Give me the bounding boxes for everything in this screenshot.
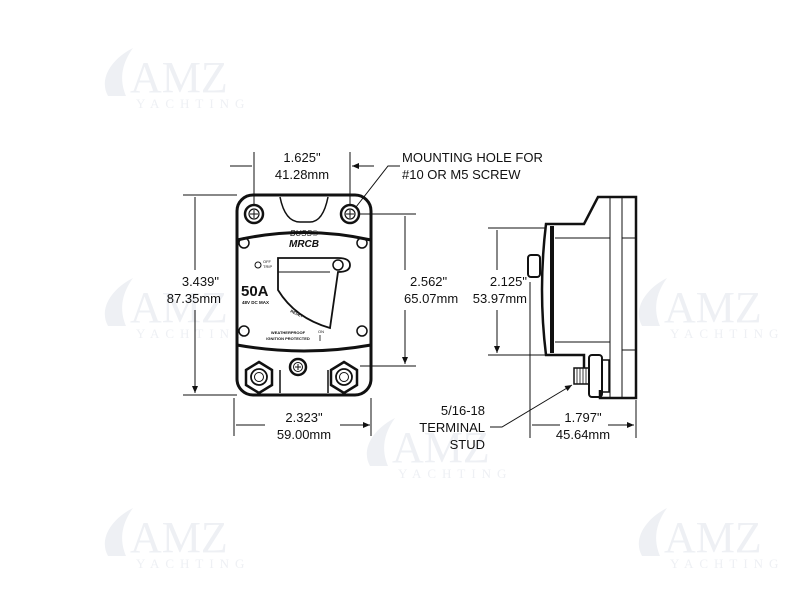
svg-text:AMZ: AMZ <box>130 513 228 562</box>
callout-terminal-stud: 5/16-18 TERMINAL STUD <box>419 384 573 452</box>
hole-spacing-in: 1.625" <box>283 150 321 165</box>
terminal-stud <box>573 367 590 385</box>
svg-text:AMZ: AMZ <box>664 283 762 332</box>
dimension-width: 2.323" 59.00mm <box>233 398 371 442</box>
mounting-hole-left <box>243 203 265 225</box>
mounting-hole-bottom <box>288 357 308 377</box>
svg-text:YACHTING: YACHTING <box>398 466 512 481</box>
side-knob <box>527 254 541 278</box>
callout-line: MOUNTING HOLE FOR <box>402 150 543 165</box>
callout-line: 5/16-18 <box>441 403 485 418</box>
off-label: OFF <box>263 259 272 264</box>
dimension-hole-vertical: 2.562" 65.07mm <box>360 213 458 366</box>
rating-label: 50A <box>241 283 269 300</box>
breaker-lever <box>277 257 351 330</box>
side-view <box>527 195 638 400</box>
width-mm: 59.00mm <box>277 427 331 442</box>
callout-line: STUD <box>450 437 485 452</box>
trip-label: TRIP <box>263 264 272 269</box>
svg-text:YACHTING: YACHTING <box>670 326 784 341</box>
hole-vertical-mm: 65.07mm <box>404 291 458 306</box>
svg-text:AMZ: AMZ <box>130 53 228 102</box>
depth-in: 1.797" <box>564 410 602 425</box>
svg-text:AMZ: AMZ <box>130 283 228 332</box>
svg-text:YACHTING: YACHTING <box>136 96 250 111</box>
side-height-mm: 53.97mm <box>473 291 527 306</box>
ignition-label: IGNITION PROTECTED <box>266 336 310 341</box>
voltage-label: 48V DC MAX <box>242 300 269 305</box>
terminal-right <box>329 360 359 395</box>
dimension-hole-spacing: 1.625" 41.28mm <box>230 150 374 205</box>
height-in: 3.439" <box>182 274 220 289</box>
svg-text:AMZ: AMZ <box>392 423 490 472</box>
on-label: ON <box>318 329 324 334</box>
callout-line: TERMINAL <box>419 420 485 435</box>
height-mm: 87.35mm <box>167 291 221 306</box>
depth-mm: 45.64mm <box>556 427 610 442</box>
svg-text:YACHTING: YACHTING <box>136 556 250 571</box>
model-label: MRCB <box>289 239 319 250</box>
hole-spacing-mm: 41.28mm <box>275 167 329 182</box>
mounting-hole-right <box>339 203 361 225</box>
svg-text:AMZ: AMZ <box>664 513 762 562</box>
callout-mounting-hole: MOUNTING HOLE FOR #10 OR M5 SCREW <box>355 150 543 208</box>
svg-text:YACHTING: YACHTING <box>670 556 784 571</box>
hole-vertical-in: 2.562" <box>410 274 448 289</box>
brand-label: BUSS® <box>290 229 318 238</box>
dimension-depth: 1.797" 45.64mm <box>529 282 636 442</box>
side-height-in: 2.125" <box>490 274 528 289</box>
terminal-left <box>244 360 274 395</box>
callout-line: #10 OR M5 SCREW <box>402 167 521 182</box>
dimension-height: 3.439" 87.35mm <box>167 194 237 395</box>
dimension-side-height: 2.125" 53.97mm <box>473 227 545 355</box>
weatherproof-label: WEATHERPROOF <box>271 330 306 335</box>
width-in: 2.323" <box>285 410 323 425</box>
front-view: BUSS® MRCB OFF TRIP 50A 48V DC MAX RESET… <box>235 193 373 397</box>
reset-label: RESET <box>290 308 305 318</box>
svg-text:YACHTING: YACHTING <box>136 326 250 341</box>
